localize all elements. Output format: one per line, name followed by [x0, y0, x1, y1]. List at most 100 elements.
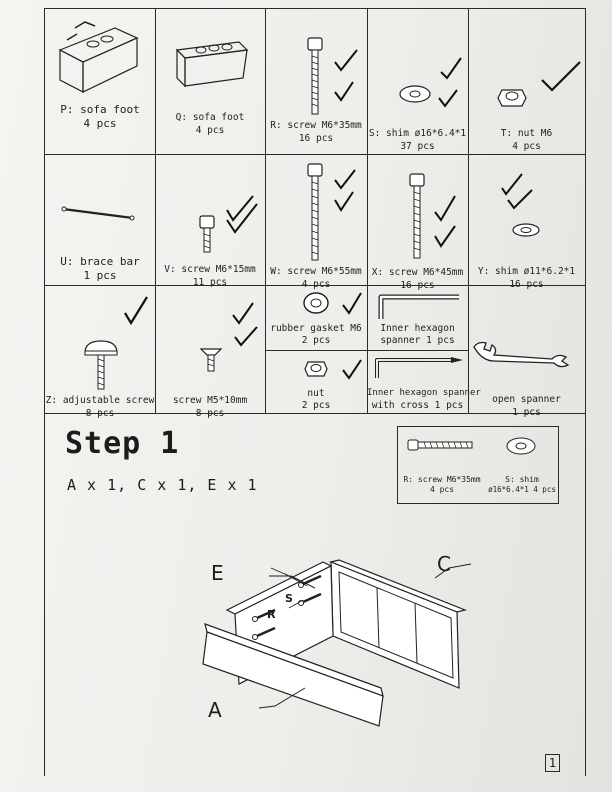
part-cell-p: P: sofa foot 4 pcs — [45, 8, 155, 154]
part-qty: 8 pcs — [85, 408, 115, 419]
checkmark-icon — [342, 359, 362, 380]
part-cell-x: X: screw M6*45mm 16 pcs — [367, 154, 468, 291]
part-cell-z: Z: adjustable screw 8 pcs — [45, 285, 155, 419]
part-qty: 4 pcs — [301, 279, 331, 290]
screw-icon — [199, 215, 215, 253]
part-qty: 4 pcs — [83, 117, 117, 130]
screw-icon — [307, 163, 323, 261]
box-shim-label: S: shim — [505, 475, 539, 484]
step-hardware-box: R: screw M6*35mm 4 pcs S: shim ø16*6.4*1… — [397, 426, 559, 504]
part-cell-s: S: shim ø16*6.4*1 37 pcs — [367, 8, 468, 154]
parts-sheet: P: sofa foot 4 pcs Q: sofa foot 4 pcs R:… — [44, 8, 586, 776]
nut-icon — [497, 89, 527, 107]
grid-line — [367, 8, 368, 413]
part-label: rubber gasket M6 — [270, 323, 362, 334]
part-label: Q: sofa foot — [175, 112, 245, 123]
part-label: P: sofa foot — [60, 103, 140, 116]
nut-icon — [304, 361, 328, 377]
brace-bar-icon — [61, 206, 135, 221]
checkmark-icon — [334, 169, 356, 212]
grid-line — [265, 8, 266, 413]
part-cell-u: U: brace bar 1 pcs — [45, 154, 155, 285]
checkmark-icon — [124, 296, 148, 326]
assembly-diagram — [202, 559, 467, 727]
part-qty: 2 pcs — [301, 335, 331, 346]
part-label: V: screw M6*15mm — [164, 264, 256, 275]
shim-icon — [512, 223, 540, 237]
part-cell-m5: screw M5*10mm 8 pcs — [155, 285, 265, 419]
part-cell-v: V: screw M6*15mm 11 pcs — [155, 154, 265, 288]
part-cell-w: W: screw M6*55mm 4 pcs — [265, 154, 367, 290]
hex-key-icon — [378, 294, 459, 319]
box-screw-qty: 4 pcs — [429, 485, 455, 494]
grid-line — [155, 8, 156, 413]
part-label: R: screw M6*35mm — [270, 120, 362, 131]
grid-line — [45, 285, 585, 286]
part-cell-open: open spanner 1 pcs — [468, 285, 585, 418]
part-qty: 8 pcs — [195, 408, 225, 419]
part-qty: 1 pcs — [83, 269, 117, 282]
part-qty: 4 pcs — [195, 125, 225, 136]
checkmark-icon — [501, 173, 533, 210]
checkmark-icon — [438, 57, 462, 108]
hex-cross-key-icon — [375, 357, 463, 378]
part-qty: 2 pcs — [301, 400, 331, 411]
screw-icon — [307, 37, 323, 115]
part-qty: 16 pcs — [509, 279, 544, 290]
screw-icon — [409, 173, 425, 259]
part-label: Z: adjustable screw — [45, 395, 155, 406]
diagram-leader-lines — [258, 563, 472, 709]
diagram-label-r: R — [267, 608, 276, 621]
adjustable-screw-icon — [84, 340, 118, 390]
step-title: Step 1 — [65, 426, 180, 461]
page-number: 1 — [545, 754, 560, 772]
part-cell-hex: Inner hexagon spanner 1 pcs — [367, 285, 468, 350]
sofa-foot-icon — [175, 41, 249, 88]
shim-icon — [506, 437, 536, 455]
diagram-label-e: E — [211, 561, 224, 585]
part-qty: with cross 1 pcs — [371, 400, 464, 411]
diagram-label-a: A — [208, 698, 222, 722]
part-cell-q: Q: sofa foot 4 pcs — [155, 8, 265, 154]
part-qty: 16 pcs — [298, 133, 334, 144]
part-label: T: nut M6 — [500, 128, 553, 139]
part-cell-hexcross: Inner hexagon spanner with cross 1 pcs — [367, 350, 481, 413]
checkmark-icon — [334, 49, 358, 102]
box-screw-label: R: screw M6*35mm — [403, 475, 481, 484]
part-cell-r: R: screw M6*35mm 16 pcs — [265, 8, 367, 154]
part-cell-t: T: nut M6 4 pcs — [468, 8, 585, 154]
checkmark-icon — [434, 195, 456, 248]
part-label: X: screw M6*45mm — [371, 267, 464, 278]
part-qty: 37 pcs — [400, 141, 435, 152]
box-shim-qty: ø16*6.4*1 4 pcs — [488, 485, 556, 494]
part-qty: 1 pcs — [512, 407, 541, 418]
screw-icon — [407, 439, 473, 451]
part-cell-gasket: rubber gasket M6 2 pcs — [265, 285, 367, 350]
diagram-label-s: S — [285, 592, 293, 605]
sofa-foot-icon — [58, 21, 139, 93]
part-label: nut — [307, 388, 325, 399]
step-parts-list: A x 1, C x 1, E x 1 — [67, 476, 258, 494]
checkmark-icon — [226, 195, 258, 234]
part-label: W: screw M6*55mm — [270, 266, 362, 277]
grid-line — [45, 8, 585, 9]
part-label: U: brace bar — [60, 255, 140, 268]
open-spanner-icon — [473, 341, 570, 368]
part-label: Inner hexagon — [380, 323, 455, 334]
part-label: Inner hexagon spanner — [367, 388, 481, 398]
diagram-label-c: C — [437, 552, 451, 576]
part-cell-nut: nut 2 pcs — [265, 350, 367, 413]
shim-icon — [399, 85, 431, 103]
part-qty: spanner 1 pcs — [380, 335, 455, 346]
screw-icon — [199, 348, 223, 372]
part-label: open spanner — [492, 394, 561, 405]
grid-line — [45, 413, 585, 414]
part-label: screw M5*10mm — [172, 395, 248, 406]
grid-line — [45, 154, 585, 155]
part-qty: 11 pcs — [192, 277, 228, 288]
rubber-gasket-icon — [303, 292, 329, 314]
part-cell-y: Y: shim ø11*6.2*1 16 pcs — [468, 154, 585, 290]
part-qty: 16 pcs — [400, 280, 435, 291]
checkmark-icon — [541, 61, 581, 92]
